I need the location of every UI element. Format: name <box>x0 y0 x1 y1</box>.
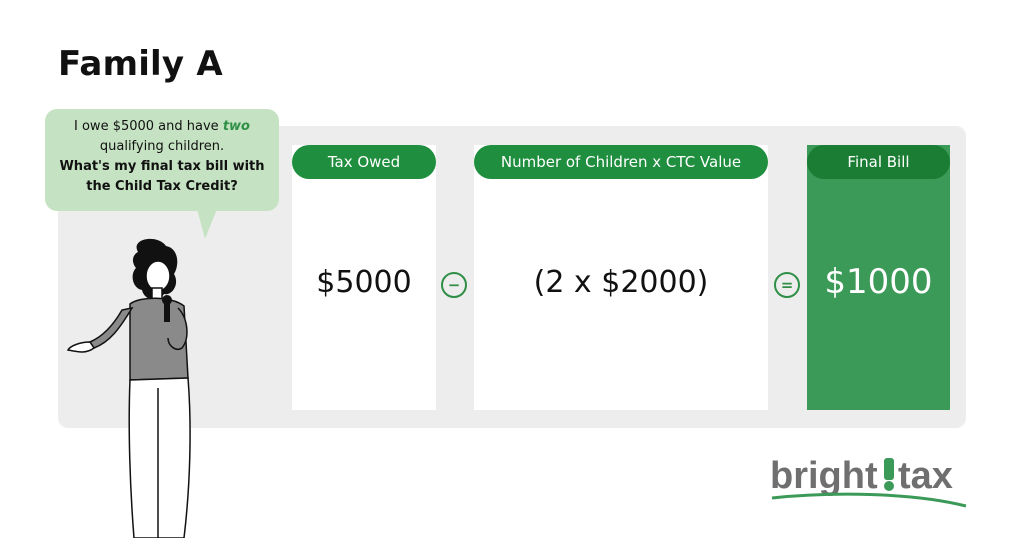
final-bill-card: Final Bill $1000 <box>807 145 950 410</box>
minus-icon: − <box>441 272 467 298</box>
tax-owed-card: Tax Owed $5000 <box>292 145 436 410</box>
bubble-question-line-2: the Child Tax Credit? <box>86 179 238 194</box>
brighttax-logo: bright tax <box>770 452 970 514</box>
svg-text:bright: bright <box>770 455 878 497</box>
page-title: Family A <box>58 44 223 84</box>
final-bill-value: $1000 <box>824 262 933 302</box>
bubble-question-line-1: What's my final tax bill with <box>59 159 265 174</box>
bubble-tail <box>197 209 217 239</box>
speech-bubble: I owe $5000 and have two qualifying chil… <box>45 109 279 239</box>
children-ctc-card: Number of Children x CTC Value (2 x $200… <box>474 145 768 410</box>
children-ctc-value: (2 x $2000) <box>533 265 709 300</box>
bubble-line-2: qualifying children. <box>99 139 225 154</box>
bubble-line-1: I owe $5000 and have two <box>45 117 279 137</box>
svg-text:tax: tax <box>898 455 953 497</box>
children-ctc-header: Number of Children x CTC Value <box>474 145 768 179</box>
final-bill-header: Final Bill <box>807 145 950 179</box>
bubble-emphasis: two <box>222 119 250 134</box>
tax-owed-header: Tax Owed <box>292 145 436 179</box>
tax-owed-value: $5000 <box>316 265 412 300</box>
person-illustration <box>60 238 200 539</box>
bubble-line-1-text: I owe $5000 and have <box>74 119 223 134</box>
equals-icon: = <box>774 272 800 298</box>
